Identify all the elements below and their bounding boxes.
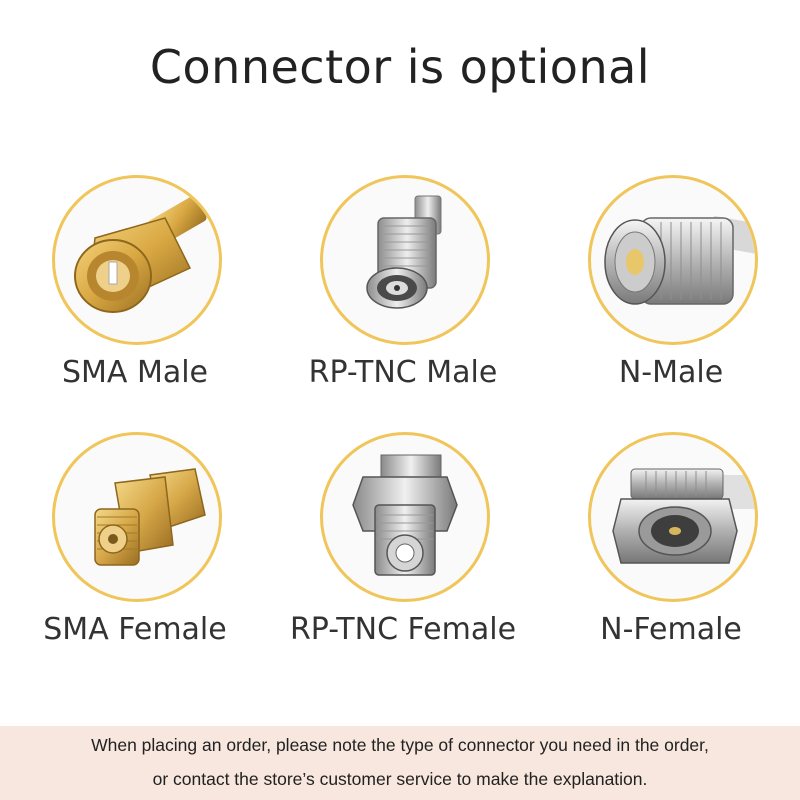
rp-tnc-male-connector-icon (320, 175, 490, 345)
connector-label: RP-TNC Female (289, 612, 517, 647)
connector-label: SMA Male (61, 355, 209, 390)
order-note-line-1: When placing an order, please note the t… (91, 735, 709, 755)
order-note-banner: When placing an order, please note the t… (0, 726, 800, 800)
rp-tnc-female-connector-icon (320, 432, 490, 602)
connector-option-rp-tnc-female: RP-TNC Female (268, 432, 538, 682)
connector-option-n-female: N-Female (536, 432, 800, 682)
sma-female-connector-icon (52, 432, 222, 602)
connector-option-sma-female: SMA Female (0, 432, 270, 682)
connector-label: RP-TNC Male (308, 355, 498, 390)
connector-label: N-Female (600, 612, 742, 647)
order-note-line-2: or contact the store’s customer service … (152, 769, 648, 789)
connector-option-rp-tnc-male: RP-TNC Male (268, 175, 538, 425)
connector-label: SMA Female (43, 612, 227, 647)
sma-male-connector-icon (52, 175, 222, 345)
connector-label: N-Male (618, 355, 724, 390)
n-female-connector-icon (588, 432, 758, 602)
page-title: Connector is optional (149, 40, 651, 94)
n-male-connector-icon (588, 175, 758, 345)
connector-option-sma-male: SMA Male (0, 175, 270, 425)
connector-option-n-male: N-Male (536, 175, 800, 425)
